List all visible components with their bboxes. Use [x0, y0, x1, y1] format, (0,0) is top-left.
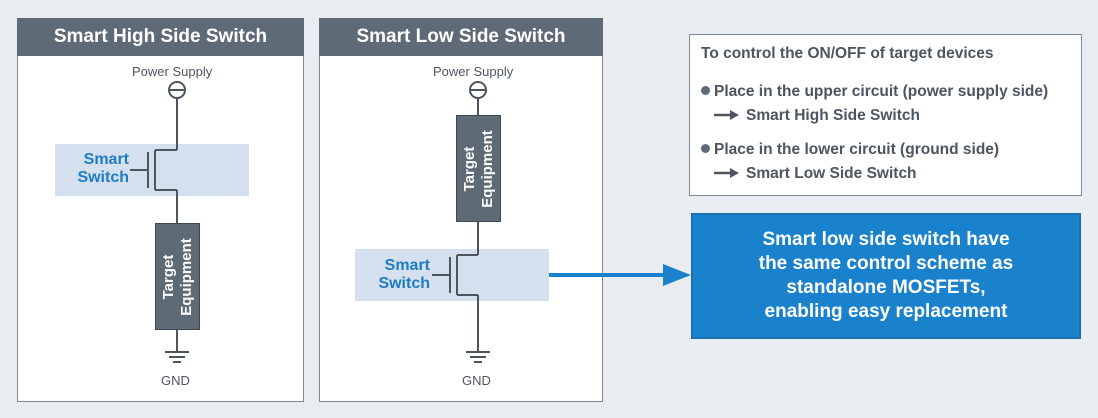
- high-side-circuit: [130, 81, 189, 363]
- callout-line: standalone MOSFETs,: [786, 277, 986, 298]
- low-side-title: Smart Low Side Switch: [319, 18, 603, 56]
- low-switch-label: Smart Switch: [378, 257, 430, 292]
- high-switch-band: [55, 144, 249, 196]
- right-arrow-icon: [714, 165, 740, 183]
- high-switch-label: Smart Switch: [77, 151, 129, 186]
- high-side-panel: Smart High Side Switch: [17, 18, 304, 402]
- low-power-supply-label: Power Supply: [433, 64, 514, 79]
- low-gnd-label: GND: [462, 373, 491, 388]
- high-side-title: Smart High Side Switch: [17, 18, 304, 56]
- low-target-equipment: Target Equipment: [456, 115, 501, 222]
- bullet-icon: [701, 144, 710, 153]
- high-power-supply-label: Power Supply: [132, 64, 213, 79]
- callout-box: Smart low side switch have the same cont…: [691, 213, 1081, 339]
- info-box: To control the ON/OFF of target devices …: [689, 34, 1082, 196]
- info-result-low: Smart Low Side Switch: [714, 165, 917, 183]
- arrow-to-callout: [549, 264, 691, 286]
- right-arrow-icon: [714, 107, 740, 125]
- arrow-head-icon: [663, 264, 691, 286]
- high-gnd-label: GND: [161, 373, 190, 388]
- info-heading: To control the ON/OFF of target devices: [701, 45, 994, 62]
- info-item-upper: Place in the upper circuit (power supply…: [701, 83, 1048, 101]
- high-target-equipment: Target Equipment: [155, 223, 200, 330]
- callout-line: the same control scheme as: [758, 253, 1014, 274]
- callout-line: Smart low side switch have: [762, 229, 1010, 250]
- callout-line: enabling easy replacement: [764, 301, 1008, 322]
- bullet-icon: [701, 86, 710, 95]
- info-result-high: Smart High Side Switch: [714, 107, 920, 125]
- info-item-lower: Place in the lower circuit (ground side): [701, 141, 999, 159]
- low-switch-band: [355, 249, 549, 301]
- low-side-circuit: [432, 81, 490, 363]
